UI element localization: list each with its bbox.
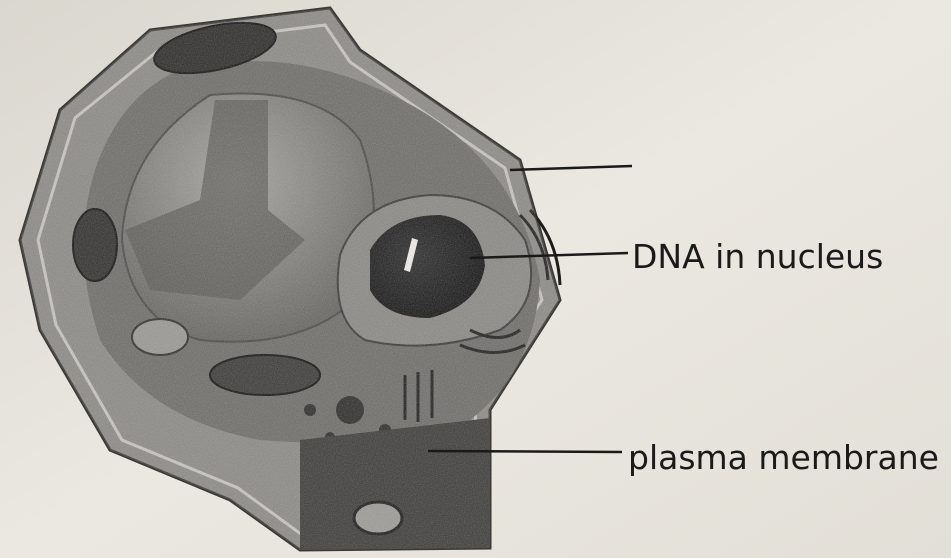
leader-line-membrane	[428, 451, 622, 452]
label-plasma-membrane: plasma membrane	[628, 441, 939, 474]
label-dna-in-nucleus: DNA in nucleus	[632, 240, 883, 273]
